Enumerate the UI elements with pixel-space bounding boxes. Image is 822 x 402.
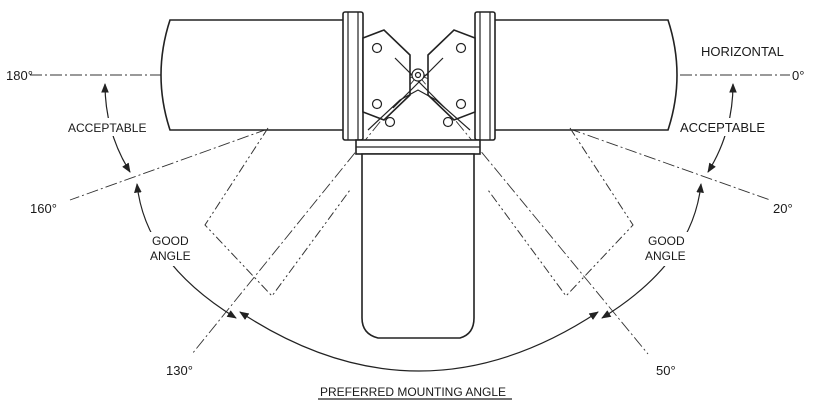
swing-outline-left <box>204 127 351 297</box>
bracket-plates <box>362 29 476 131</box>
label-angle-130: 130° <box>166 363 193 378</box>
label-good-right-2: ANGLE <box>645 249 686 263</box>
label-preferred-mounting-angle: PREFERRED MOUNTING ANGLE <box>320 385 506 399</box>
vertical-body <box>355 139 481 339</box>
label-acceptable-right: ACCEPTABLE <box>680 120 765 135</box>
label-angle-0: 0° <box>792 68 804 83</box>
label-acceptable-left: ACCEPTABLE <box>68 121 146 135</box>
label-good-left-2: ANGLE <box>150 249 191 263</box>
left-pipe <box>160 11 364 141</box>
swing-outline-right <box>487 127 634 297</box>
right-pipe <box>474 11 678 141</box>
label-angle-20: 20° <box>773 201 793 216</box>
label-good-right-1: GOOD <box>648 234 685 248</box>
arc-preferred <box>239 311 599 372</box>
label-good-left-1: GOOD <box>152 234 189 248</box>
label-bg-acceptable-right <box>676 118 772 136</box>
label-angle-180: 180° <box>6 68 33 83</box>
label-bg-good-left <box>148 232 194 266</box>
label-angle-160: 160° <box>30 201 57 216</box>
label-bg-good-right <box>644 232 692 266</box>
label-horizontal: HORIZONTAL <box>701 44 784 59</box>
label-bg-acceptable-left <box>64 118 150 136</box>
label-angle-50: 50° <box>656 363 676 378</box>
